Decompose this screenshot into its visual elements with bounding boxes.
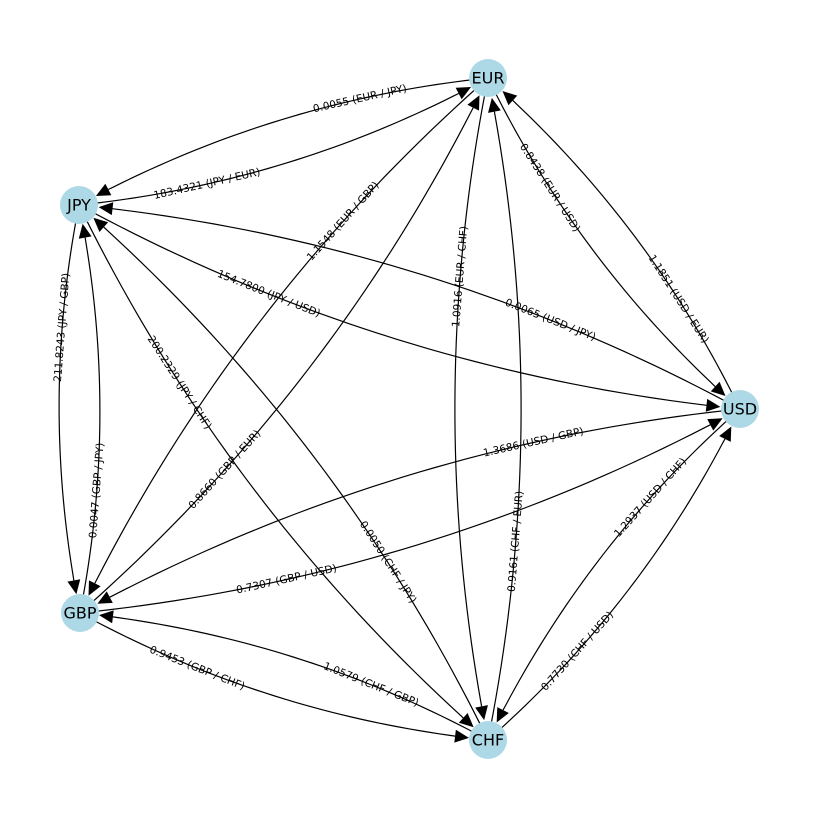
- arrowhead-gbp-to-eur: [467, 95, 480, 111]
- edge-label-usd-jpy: 0.0065 (USD / JPY): [503, 297, 597, 344]
- edge-label-gbp-usd: 0.7307 (GBP / USD): [235, 562, 338, 596]
- node-circle-chf: [469, 721, 507, 759]
- edge-label-jpy-gbp: 211.8243 (JPY / GBP): [52, 273, 72, 383]
- edge-usd-to-gbp: [109, 409, 728, 598]
- arrowhead-jpy-to-usd: [705, 398, 721, 412]
- edge-label-jpy-chf: 200.2329 (JPY / CHF): [145, 334, 214, 432]
- edge-usd-to-chf: [502, 416, 732, 711]
- arrowhead-usd-to-gbp: [97, 591, 113, 604]
- edge-eur-to-jpy: [108, 78, 476, 191]
- edge-labels-layer: 0.0055 (EUR / JPY) 183.4321 (JPY / EUR) 0.…: [52, 83, 711, 710]
- node-circle-gbp: [61, 594, 99, 632]
- edge-label-jpy-eur: 183.4321 (JPY / EUR): [153, 166, 262, 202]
- edge-label-eur-chf: 1.0916 (EUR / CHF): [450, 226, 470, 328]
- arrowhead-eur-to-jpy: [95, 183, 112, 196]
- edge-chf-to-gbp: [112, 616, 478, 735]
- edge-jpy-to-usd: [89, 210, 707, 406]
- edge-label-chf-gbp: 1.0579 (CHF / GBP): [322, 660, 421, 709]
- arrowhead-usd-to-jpy: [98, 202, 114, 216]
- node-label-eur: EUR: [472, 69, 505, 88]
- edge-eur-to-usd: [492, 88, 716, 387]
- arrowhead-jpy-to-eur: [455, 87, 472, 100]
- edge-label-gbp-eur: 0.8660 (GBP / EUR): [186, 428, 263, 512]
- edge-gbp-to-chf: [90, 618, 456, 737]
- edge-gbp-to-eur: [88, 107, 474, 606]
- node-circle-eur: [469, 59, 507, 97]
- edge-label-gbp-jpy: 0.0047 (GBP / JPY): [87, 442, 106, 538]
- edge-label-usd-gbp: 1.3686 (USD / GBP): [482, 425, 585, 459]
- arrowhead-usd-to-eur: [502, 91, 518, 106]
- edge-label-chf-eur: 0.9161 (CHF / EUR): [506, 490, 526, 592]
- node-label-usd: USD: [723, 400, 757, 419]
- edge-label-eur-jpy: 0.0055 (EUR / JPY): [312, 83, 408, 116]
- edge-label-jpy-usd: 154.7800 (JPY / USD): [215, 268, 322, 320]
- edge-chf-to-usd: [496, 438, 726, 733]
- nodes-layer: EUR JPY USD GBP CHF: [60, 59, 759, 759]
- edges-layer: [58, 78, 736, 743]
- arrowhead-gbp-to-usd: [707, 418, 723, 431]
- node-usd: USD: [721, 390, 759, 428]
- edge-label-eur-gbp: 1.1548 (EUR / GBP): [305, 179, 382, 263]
- arrowhead-gbp-to-chf: [454, 729, 469, 743]
- arrowhead-eur-to-chf: [475, 705, 488, 721]
- edge-chf-to-eur: [489, 111, 522, 729]
- arrowhead-chf-to-usd: [719, 426, 732, 442]
- edge-label-chf-jpy: 0.0050 (CHF / JPY): [357, 519, 419, 606]
- edge-jpy-to-chf: [83, 215, 464, 719]
- arrowhead-chf-to-eur: [488, 97, 501, 113]
- edge-gbp-to-usd: [92, 424, 711, 613]
- edge-jpy-to-eur: [91, 92, 459, 205]
- arrowhead-usd-to-chf: [496, 707, 509, 723]
- node-label-chf: CHF: [472, 731, 504, 750]
- arrowhead-chf-to-gbp: [99, 610, 114, 624]
- node-circle-jpy: [60, 186, 98, 224]
- node-jpy: JPY: [60, 186, 98, 224]
- edge-gbp-to-jpy: [81, 237, 101, 602]
- node-label-jpy: JPY: [66, 196, 91, 215]
- arrowhead-eur-to-usd: [710, 381, 726, 396]
- node-gbp: GBP: [61, 594, 99, 632]
- node-circle-usd: [721, 390, 759, 428]
- arrowhead-chf-to-jpy: [93, 217, 109, 232]
- edge-label-chf-usd: 0.7730 (CHF / USD): [539, 609, 616, 693]
- edge-eur-to-gbp: [94, 85, 480, 584]
- arrowhead-gbp-to-jpy: [78, 223, 92, 239]
- edge-usd-to-jpy: [112, 208, 730, 404]
- node-chf: CHF: [469, 721, 507, 759]
- edge-chf-to-jpy: [103, 226, 484, 730]
- arrowhead-jpy-to-chf: [458, 713, 474, 728]
- edge-label-usd-chf: 1.2937 (USD / CHF): [612, 456, 689, 540]
- edge-usd-to-eur: [512, 100, 736, 399]
- node-label-gbp: GBP: [63, 604, 96, 623]
- arrowhead-eur-to-gbp: [88, 580, 101, 596]
- edge-jpy-to-gbp: [58, 216, 78, 581]
- node-eur: EUR: [469, 59, 507, 97]
- arrowhead-jpy-to-gbp: [67, 579, 81, 595]
- edge-label-usd-eur: 1.1851 (USD / EUR): [646, 253, 712, 346]
- edge-label-eur-usd: 0.8438 (EUR / USD): [517, 141, 583, 234]
- edge-eur-to-chf: [454, 89, 487, 707]
- edge-label-gbp-chf: 0.9453 (GBP / CHF): [148, 644, 247, 693]
